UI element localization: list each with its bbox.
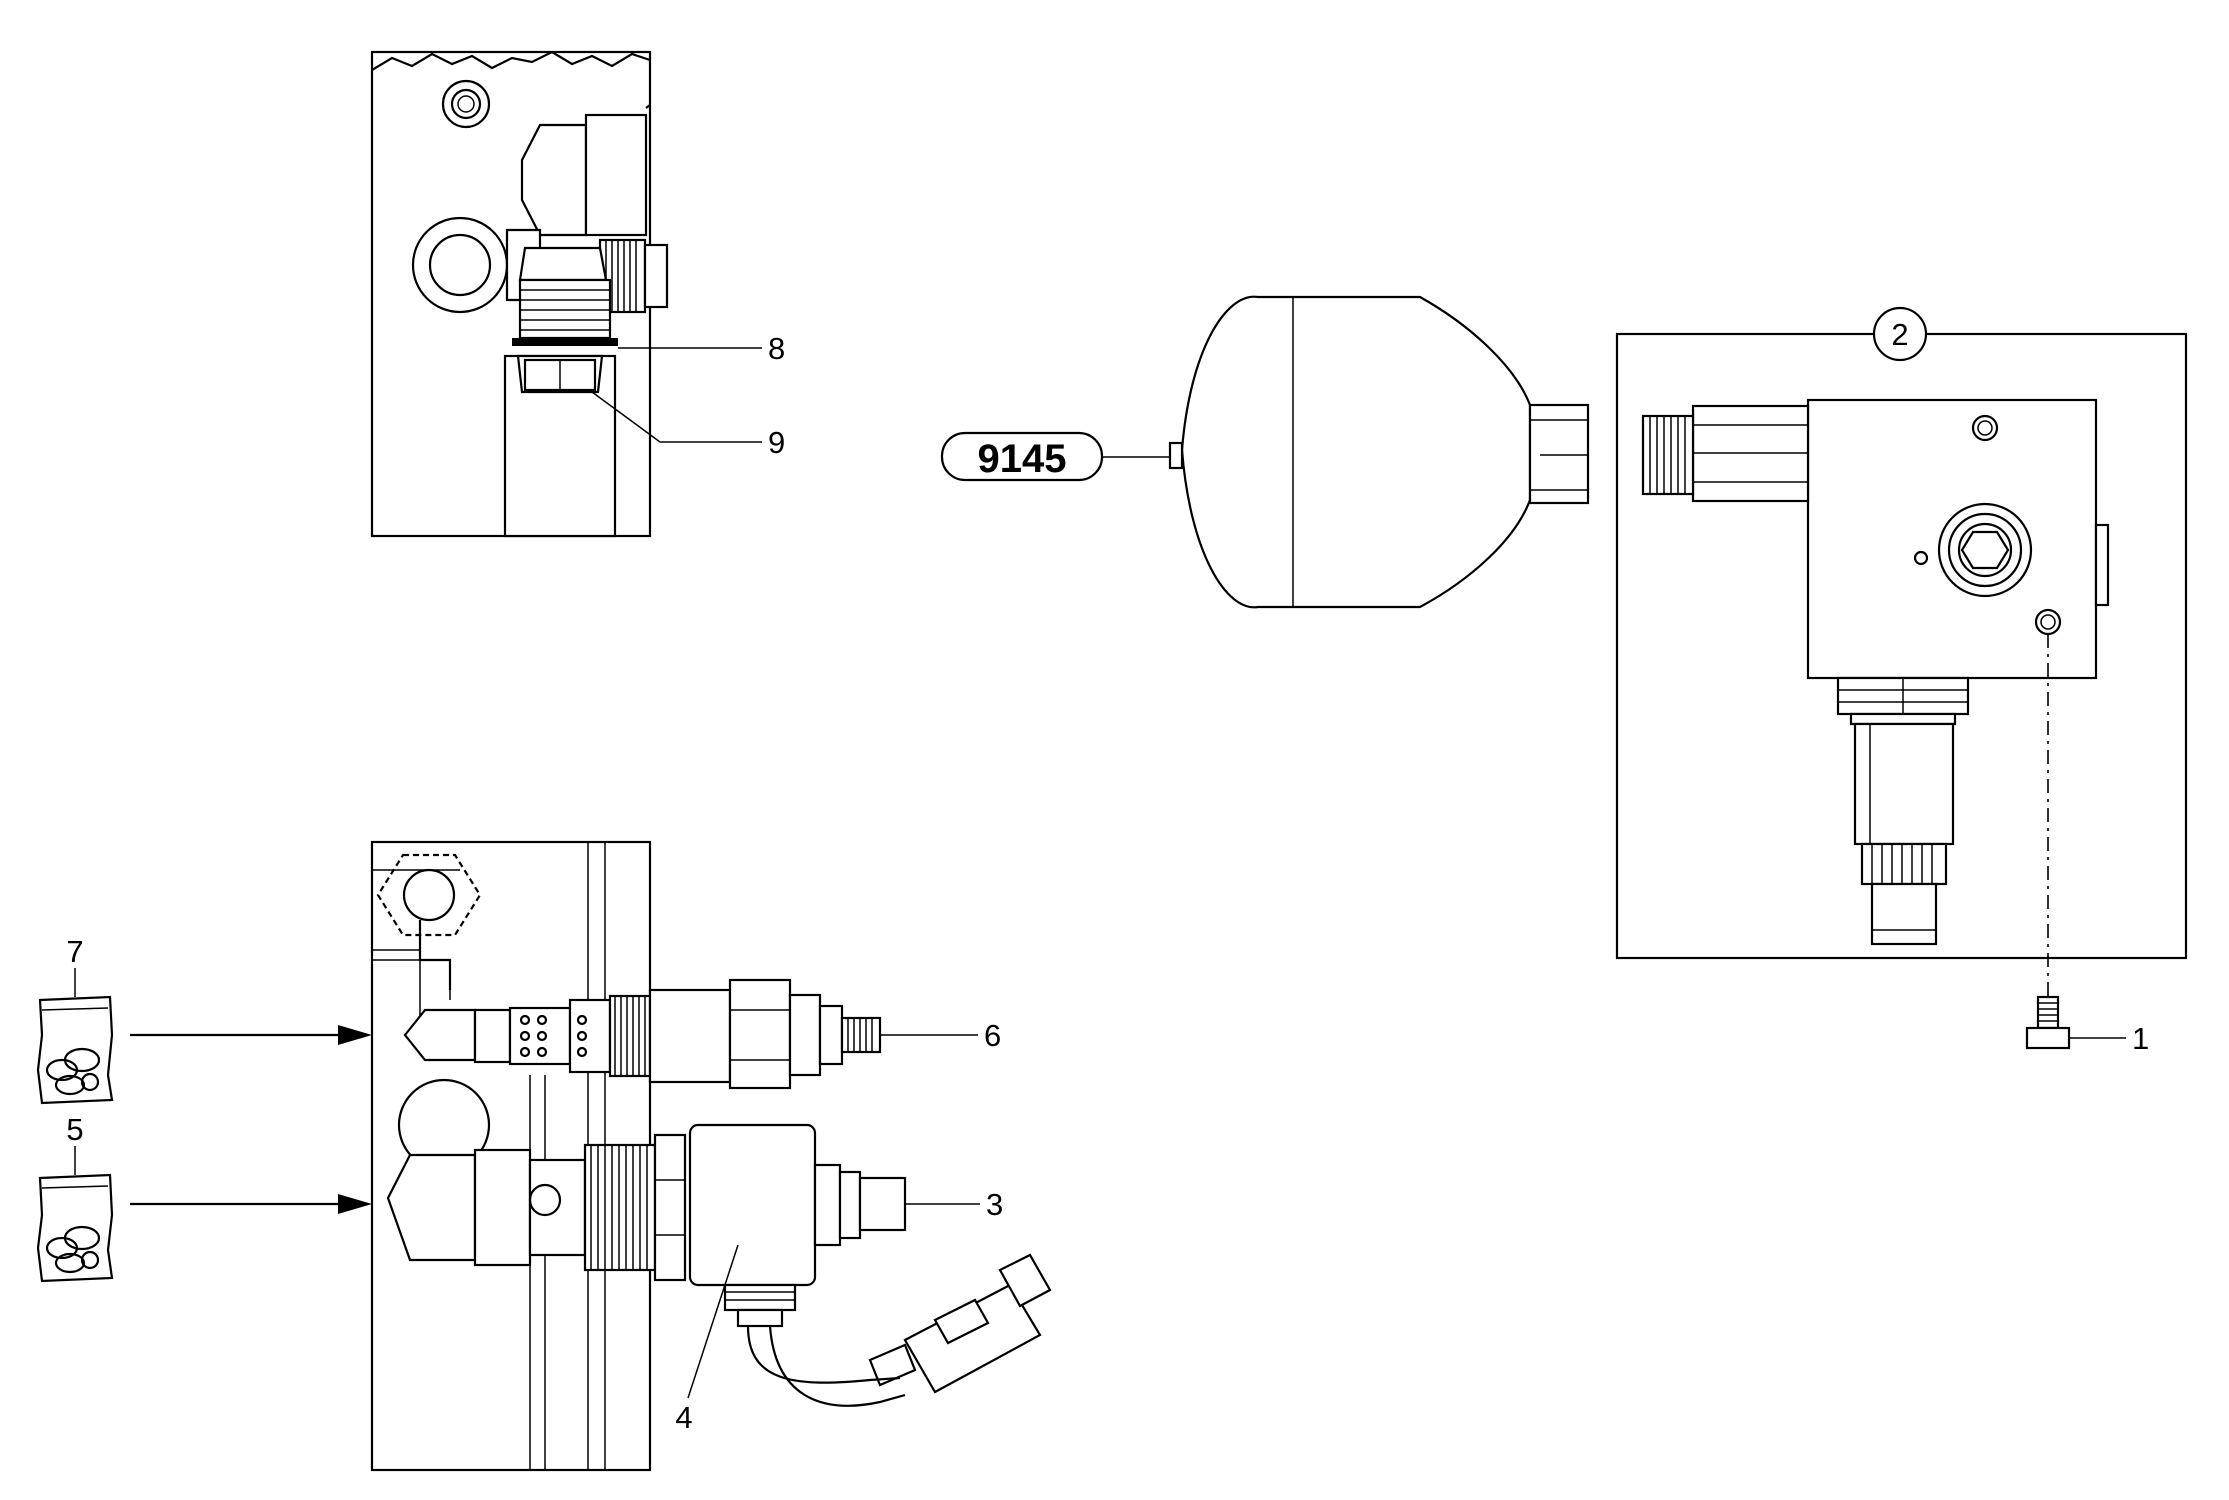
leader-9 xyxy=(591,391,762,443)
hex-nut xyxy=(518,246,608,282)
valve-block xyxy=(1806,398,2098,680)
angled-fitting xyxy=(520,123,588,237)
solenoid-coil xyxy=(688,1123,817,1287)
solenoid-wire-1 xyxy=(746,1325,901,1384)
bottom-cartridge xyxy=(1853,722,1955,846)
accumulator-port-hex xyxy=(1528,403,1590,505)
callout-3: 3 xyxy=(986,1187,1003,1222)
callout-1: 1 xyxy=(2132,1021,2149,1056)
bottom-left-manifold-view: 6 xyxy=(370,840,1052,1472)
callout-8: 8 xyxy=(768,331,785,366)
cartridge-item-6: 6 xyxy=(403,978,1001,1090)
callout-2: 2 xyxy=(1891,317,1908,352)
reference-badge xyxy=(940,431,1104,482)
callout-7: 7 xyxy=(66,934,83,969)
callout-5: 5 xyxy=(66,1112,83,1147)
large-fitting-inner xyxy=(428,233,492,297)
plug-outer xyxy=(1937,502,2033,598)
solenoid-valve: 3 4 xyxy=(386,1123,1052,1435)
screw-shank xyxy=(2036,995,2060,1030)
cartridge-6-hex xyxy=(728,978,792,1090)
leader-4 xyxy=(687,1244,739,1399)
screw-item-1: 1 xyxy=(2025,995,2149,1056)
callout-9: 9 xyxy=(768,425,785,460)
solenoid-wire-2 xyxy=(768,1325,906,1407)
accumulator-shell xyxy=(1180,295,1532,609)
port-circle-inner xyxy=(450,88,482,120)
callout-6: 6 xyxy=(984,1018,1001,1053)
reference-label: 9145 xyxy=(978,437,1067,481)
accumulator: 9145 xyxy=(940,295,1590,609)
torn-edge xyxy=(371,50,651,71)
callout-4: 4 xyxy=(675,1400,692,1435)
top-left-detail-view: 8 9 xyxy=(370,50,785,538)
seal-kit-item-5: 5 xyxy=(36,1112,372,1283)
port-circle-outer xyxy=(441,79,491,129)
seal-kit-item-7: 7 xyxy=(36,934,372,1105)
solenoid-nut xyxy=(653,1133,687,1282)
arrow-5-head xyxy=(338,1194,372,1214)
arrow-7-head xyxy=(338,1025,372,1045)
large-fitting-outer xyxy=(411,216,509,314)
screw-head xyxy=(2025,1026,2071,1050)
callout-2-circle xyxy=(1872,306,1928,362)
valve-assembly-item-2: 2 xyxy=(1615,306,2188,996)
upper-port xyxy=(402,868,456,922)
